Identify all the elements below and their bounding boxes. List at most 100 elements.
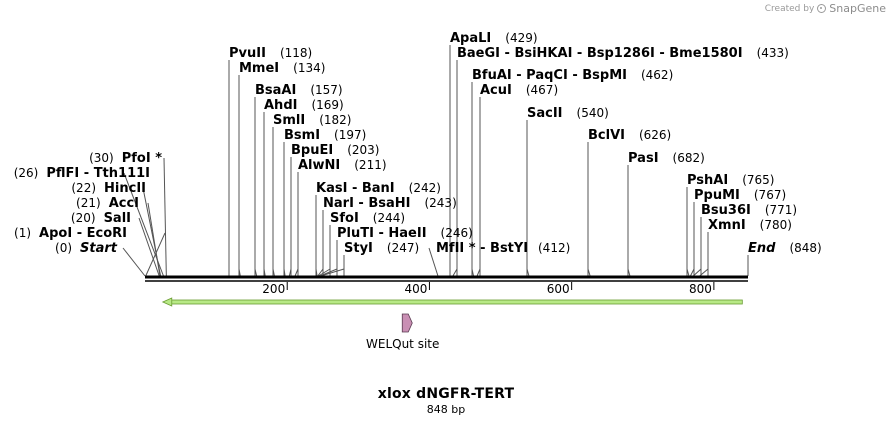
site-label: AlwNI: [298, 158, 340, 173]
site-position: (429): [505, 31, 537, 45]
site-label: Start: [80, 241, 118, 256]
site-baegi-bsihkai-bsp1286i-bme1580i: [452, 60, 458, 277]
site-leader-line: [122, 247, 146, 277]
site-label: AhdI: [264, 98, 297, 113]
site-start: [122, 247, 146, 277]
site-position: (243): [424, 196, 456, 210]
site-bsu36i: [692, 217, 702, 277]
site-kasi-bani: [315, 195, 318, 277]
site-labels: Start(0)ApoI - EcoRI(1)SalI(20)AccI(21)H…: [14, 31, 822, 256]
site-position: (26): [14, 166, 39, 180]
site-label: XmnI: [708, 218, 746, 233]
site-position: (211): [354, 158, 386, 172]
site-leader-bend: [627, 268, 631, 277]
site-label: SfoI: [330, 211, 359, 226]
site-position: (771): [765, 203, 797, 217]
site-leader-line: [138, 217, 160, 277]
site-leader-bend: [318, 268, 331, 277]
welqut-site-arrow-icon: [401, 313, 413, 333]
site-position: (1): [14, 226, 31, 240]
site-pfoi: [163, 157, 167, 277]
site-nari-bsahi: [317, 210, 324, 277]
site-position: (540): [577, 106, 609, 120]
ruler-tick-label: 600: [547, 282, 570, 296]
site-position: (182): [319, 113, 351, 127]
site-position: (20): [71, 211, 96, 225]
snapgene-logo-icon: [817, 4, 827, 13]
site-leader-bend: [238, 268, 241, 277]
site-bfuai-paqci-bspmi: [471, 82, 475, 277]
site-leader-line: [428, 247, 439, 277]
site-pshai: [686, 187, 690, 277]
site-position: (682): [673, 151, 705, 165]
site-position: (157): [310, 83, 342, 97]
site-label: PluTI - HaeII: [337, 226, 427, 241]
site-lines: [122, 45, 749, 277]
site-position: (203): [347, 143, 379, 157]
site-bclvi: [587, 142, 591, 277]
site-position: (467): [526, 83, 558, 97]
site-position: (0): [55, 241, 72, 255]
site-position: (30): [89, 151, 114, 165]
site-leader-bend: [254, 268, 258, 277]
site-leader-bend: [526, 268, 530, 277]
site-ppumi: [689, 202, 695, 277]
site-position: (169): [311, 98, 343, 112]
site-label: PvuII: [229, 46, 266, 61]
site-position: (767): [754, 188, 786, 202]
backbone: [145, 275, 748, 282]
construct-length: 848 bp: [426, 403, 466, 416]
site-position: (412): [538, 241, 570, 255]
site-sali: [138, 217, 160, 277]
site-leader-bend: [699, 268, 709, 277]
site-label: AccI: [109, 196, 139, 211]
site-sfoi: [318, 225, 331, 277]
site-xmni: [699, 232, 709, 277]
site-leader-bend: [272, 268, 275, 277]
feature-label-welqut: WELQut site: [366, 337, 440, 351]
site-leader-bend: [320, 268, 345, 277]
site-leader-bend: [689, 268, 695, 277]
site-label: BsmI: [284, 128, 320, 143]
site-label: Bsu36I: [701, 203, 751, 218]
site-label: SalI: [104, 211, 131, 226]
site-label: MmeI: [239, 61, 279, 76]
site-leader-bend: [315, 268, 318, 277]
site-label: AcuI: [480, 83, 512, 98]
site-position: (780): [760, 218, 792, 232]
site-mmei: [238, 75, 241, 277]
site-label: PasI: [628, 151, 659, 166]
site-leader-bend: [294, 268, 299, 277]
site-label: PfoI *: [122, 151, 162, 166]
site-position: (462): [641, 68, 673, 82]
ruler-tick-label: 200: [262, 282, 285, 296]
site-label: End: [748, 241, 776, 256]
site-bpuei: [288, 157, 292, 277]
site-position: (246): [441, 226, 473, 240]
site-label: BaeGI - BsiHKAI - Bsp1286I - Bme1580I: [457, 46, 743, 61]
credit-brand: SnapGene: [829, 2, 886, 15]
site-label: PflFI - Tth111I: [46, 166, 150, 181]
site-position: (765): [742, 173, 774, 187]
site-label: SacII: [527, 106, 563, 121]
orf-arrowhead-icon: [161, 297, 173, 307]
site-label: NarI - BsaHI: [323, 196, 410, 211]
site-mfii-bstyi: [428, 247, 439, 277]
site-leader-bend: [452, 268, 458, 277]
orf-bar: [168, 299, 743, 305]
site-ahdi: [263, 112, 266, 277]
site-pluti-haeii: [319, 240, 338, 277]
site-leader-bend: [288, 268, 292, 277]
site-leader-bend: [263, 268, 266, 277]
site-label: ApaLI: [450, 31, 491, 46]
site-styi: [320, 255, 345, 277]
site-label: KasI - BanI: [316, 181, 395, 196]
site-leader-bend: [317, 268, 324, 277]
ruler-tick-label: 400: [405, 282, 428, 296]
site-position: (134): [293, 61, 325, 75]
site-leader-line: [163, 157, 167, 277]
site-acui: [476, 97, 481, 277]
site-leader-bend: [471, 268, 475, 277]
construct-title: xlox dNGFR-TERT: [377, 386, 515, 402]
